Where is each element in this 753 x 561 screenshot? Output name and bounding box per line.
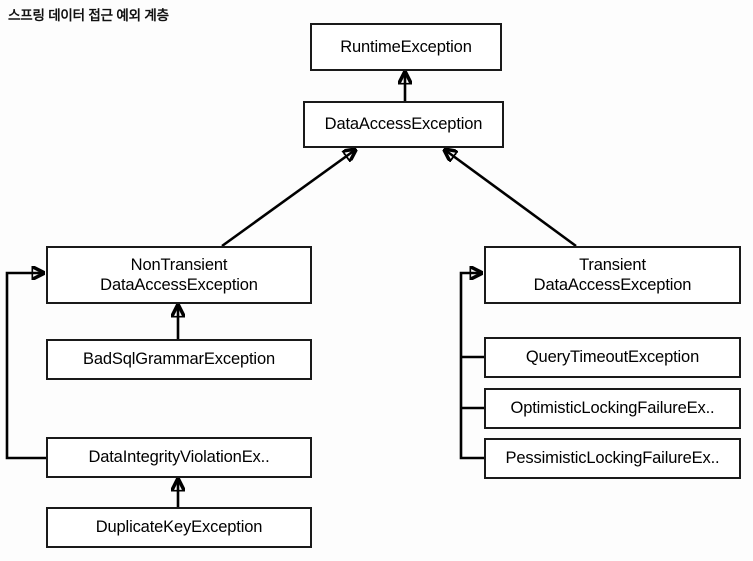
node-transient-data-access-exception[interactable]: Transient DataAccessException [484,246,741,304]
node-label: PessimisticLockingFailureEx.. [505,449,720,468]
node-label-line1: Transient [579,255,646,274]
node-label-line2: DataAccessException [533,276,692,294]
node-label: RuntimeException [340,37,472,56]
edge-pessimistic-to-transient [459,273,484,460]
edge-dataintegrity-to-nontransient [5,273,46,460]
node-data-integrity-violation-exception[interactable]: DataIntegrityViolationEx.. [46,437,312,478]
node-runtime-exception[interactable]: RuntimeException [310,23,502,71]
node-duplicate-key-exception[interactable]: DuplicateKeyException [46,507,312,548]
node-label: QueryTimeoutException [525,348,700,367]
node-optimistic-locking-failure-exception[interactable]: OptimisticLockingFailureEx.. [484,388,741,429]
node-label: DataIntegrityViolationEx.. [88,448,270,467]
node-label-line1: NonTransient [130,255,228,274]
node-label: DataAccessException [324,115,483,134]
edge-nontransient-to-dae [221,150,355,248]
node-bad-sql-grammar-exception[interactable]: BadSqlGrammarException [46,339,312,380]
node-label: OptimisticLockingFailureEx.. [510,399,715,418]
node-label: BadSqlGrammarException [82,350,276,369]
diagram-title: 스프링 데이터 접근 예외 계층 [8,8,169,23]
node-pessimistic-locking-failure-exception[interactable]: PessimisticLockingFailureEx.. [484,438,741,479]
node-data-access-exception[interactable]: DataAccessException [303,101,504,148]
node-label-line2: DataAccessException [100,276,258,294]
node-label: DuplicateKeyException [95,518,263,537]
node-query-timeout-exception[interactable]: QueryTimeoutException [484,337,741,378]
node-non-transient-data-access-exception[interactable]: NonTransient DataAccessException [46,246,312,304]
edge-transient-to-dae [445,150,577,248]
